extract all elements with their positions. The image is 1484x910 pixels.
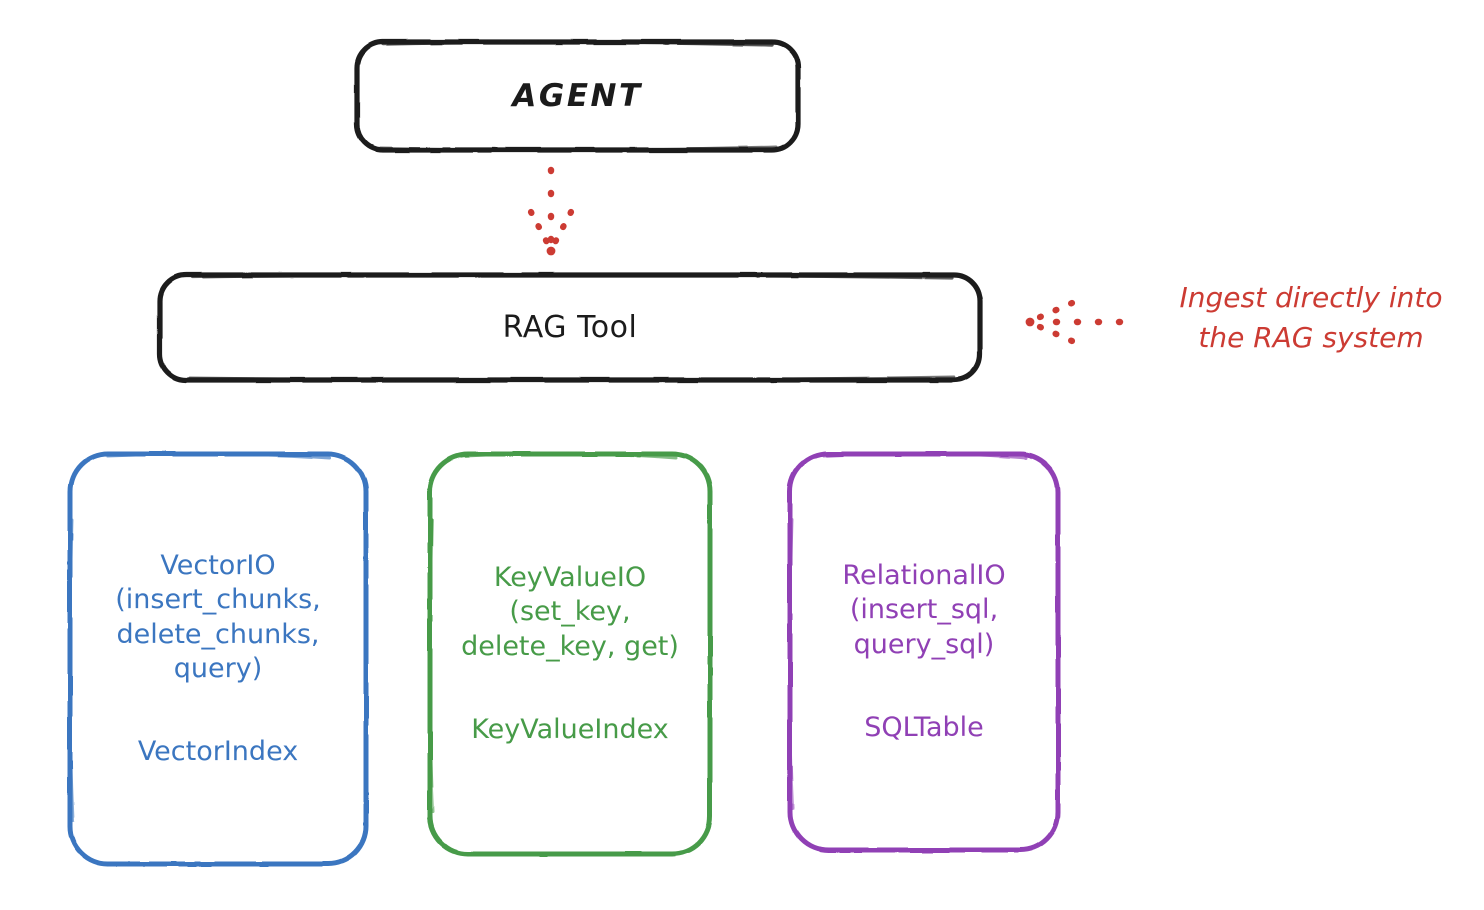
ingest-note-connector: [1025, 299, 1124, 345]
key-value-io-node-outline[interactable]: [427, 451, 713, 857]
vector-io-node[interactable]: [68, 452, 368, 866]
agent-to-rag-tool-connector: [527, 166, 575, 256]
relational-io-node[interactable]: [788, 452, 1060, 852]
vector-io-node-outline[interactable]: [67, 451, 369, 867]
rag-tool-node[interactable]: [158, 273, 982, 382]
key-value-io-node[interactable]: [428, 452, 712, 856]
rag-tool-node-outline[interactable]: [157, 272, 983, 383]
agent-node[interactable]: [355, 40, 800, 152]
agent-node-outline[interactable]: [354, 39, 801, 153]
relational-io-node-outline[interactable]: [787, 451, 1061, 853]
